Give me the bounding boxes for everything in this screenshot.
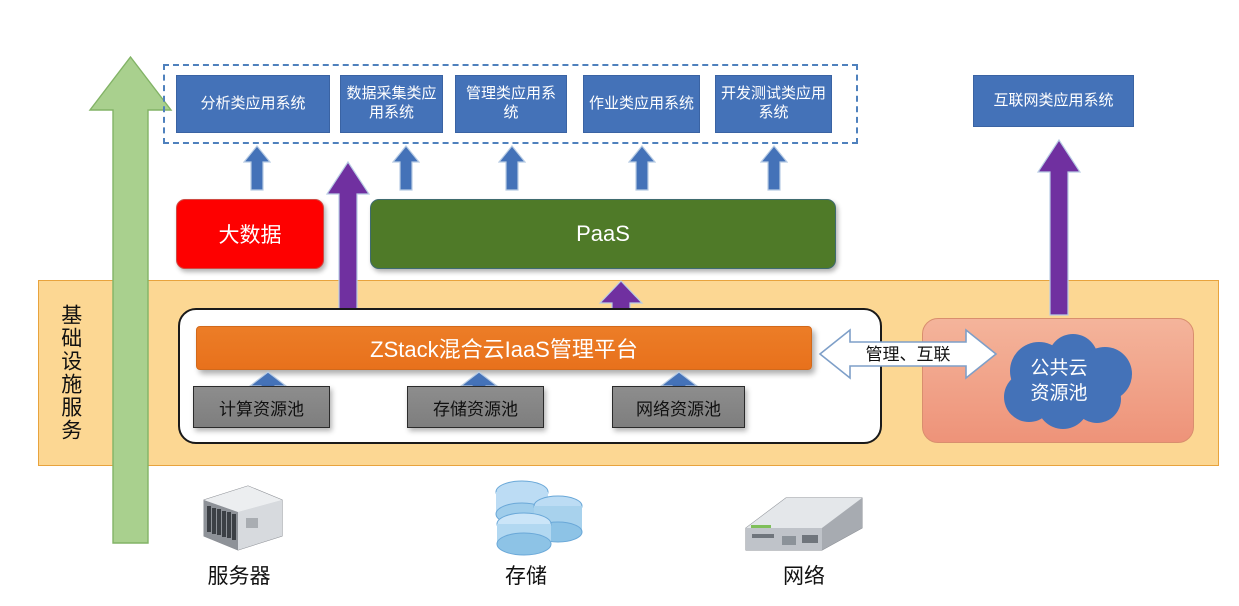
server-label: 服务器 bbox=[207, 565, 271, 588]
infrastructure-label: 基础设施服务 bbox=[58, 304, 82, 442]
management-interconnect-label: 管理、互联 bbox=[865, 345, 951, 364]
storage-icon bbox=[488, 480, 588, 561]
network-label: 网络 bbox=[783, 565, 825, 588]
app-box-devtest-label: 开发测试类应用系统 bbox=[720, 85, 826, 121]
resource-pool-compute-label: 计算资源池 bbox=[219, 399, 304, 419]
resource-pool-network[interactable]: 网络资源池 bbox=[612, 386, 745, 428]
arrow-paas-to-management bbox=[497, 145, 527, 196]
public-cloud-label-line2: 资源池 bbox=[1030, 382, 1088, 404]
app-box-management-label: 管理类应用系统 bbox=[465, 85, 556, 121]
cloud-shape bbox=[1004, 334, 1132, 429]
application-dashed-container bbox=[163, 64, 858, 144]
resource-pool-storage-label: 存储资源池 bbox=[433, 399, 518, 419]
arrow-cloud-to-internet-purple bbox=[1036, 138, 1082, 321]
infrastructure-green-arrow bbox=[88, 55, 173, 545]
app-box-internet-label: 互联网类应用系统 bbox=[993, 91, 1114, 109]
management-interconnect-arrow bbox=[818, 327, 998, 381]
paas-box[interactable]: PaaS bbox=[370, 199, 836, 269]
public-cloud-label: 公共云 资源池 bbox=[923, 319, 1195, 444]
paas-label: PaaS bbox=[576, 221, 630, 246]
arrow-bigdata-to-analytics bbox=[242, 145, 272, 196]
app-box-analytics[interactable]: 分析类应用系统 bbox=[176, 75, 330, 133]
storage-label: 存储 bbox=[505, 565, 547, 588]
public-cloud-zone: 公共云 资源池 bbox=[922, 318, 1194, 443]
arrow-paas-to-operations bbox=[627, 145, 657, 196]
resource-pool-network-label: 网络资源池 bbox=[636, 399, 721, 419]
bigdata-box[interactable]: 大数据 bbox=[176, 199, 324, 269]
app-box-data-collection-label: 数据采集类应用系统 bbox=[346, 85, 437, 121]
arrow-paas-to-devtest bbox=[759, 145, 789, 196]
app-box-devtest[interactable]: 开发测试类应用系统 bbox=[715, 75, 832, 133]
app-box-management[interactable]: 管理类应用系统 bbox=[455, 75, 567, 133]
app-box-internet[interactable]: 互联网类应用系统 bbox=[973, 75, 1134, 127]
app-box-analytics-label: 分析类应用系统 bbox=[200, 94, 306, 112]
network-switch-icon bbox=[742, 492, 866, 561]
arrow-paas-to-data-collection bbox=[391, 145, 421, 196]
app-box-operations[interactable]: 作业类应用系统 bbox=[583, 75, 700, 133]
public-cloud-label-line1: 公共云 bbox=[1030, 357, 1088, 379]
arrow-iaas-to-apps-purple bbox=[325, 160, 371, 323]
bigdata-label: 大数据 bbox=[218, 224, 282, 247]
app-box-data-collection[interactable]: 数据采集类应用系统 bbox=[340, 75, 443, 133]
app-box-operations-label: 作业类应用系统 bbox=[588, 94, 694, 112]
server-icon bbox=[190, 482, 286, 557]
iaas-platform-bar[interactable]: ZStack混合云IaaS管理平台 bbox=[196, 326, 812, 370]
resource-pool-compute[interactable]: 计算资源池 bbox=[193, 386, 330, 428]
iaas-platform-label: ZStack混合云IaaS管理平台 bbox=[370, 337, 638, 362]
resource-pool-storage[interactable]: 存储资源池 bbox=[407, 386, 544, 428]
